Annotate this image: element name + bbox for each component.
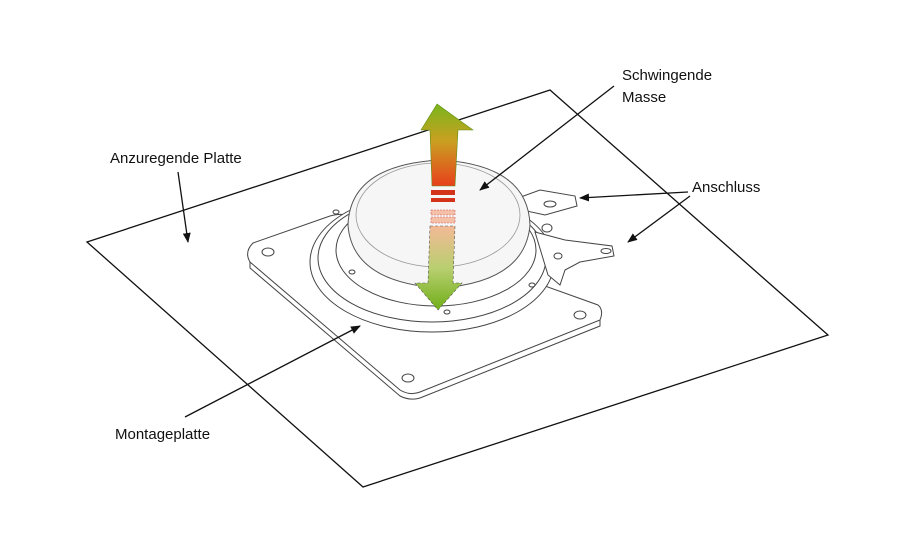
vibration-double-arrow bbox=[414, 103, 474, 311]
callout-excited-plate bbox=[177, 171, 191, 243]
label-connector: Anschluss bbox=[692, 179, 761, 196]
callout-connector-2 bbox=[627, 195, 691, 243]
label-excited-plate: Anzuregende Platte bbox=[110, 150, 242, 167]
label-mounting-plate: Montageplatte bbox=[115, 426, 211, 443]
connector-terminals bbox=[517, 189, 615, 286]
callout-mounting-plate bbox=[184, 325, 361, 418]
label-oscillating-mass-line2: Masse bbox=[622, 89, 667, 106]
callout-connector-1 bbox=[579, 191, 689, 202]
label-oscillating-mass-line1: Schwingende bbox=[622, 67, 713, 84]
excited-plate bbox=[85, 89, 830, 488]
callout-oscillating-mass bbox=[479, 85, 615, 191]
